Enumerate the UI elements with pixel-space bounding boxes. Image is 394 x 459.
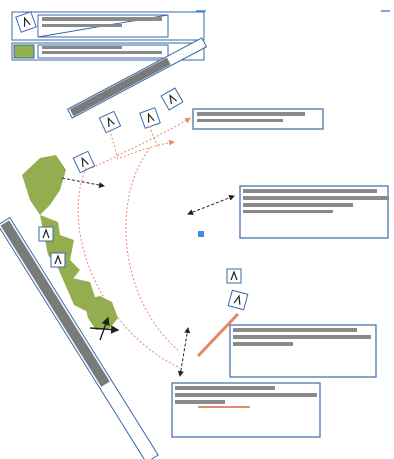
building-strip-top [66,37,208,119]
callout-box-3 [229,324,377,378]
view-marker-icon [15,11,37,33]
view-marker-icon [38,226,54,242]
view-marker-icon [227,289,249,311]
building-strip-left [0,216,159,459]
legend-green [11,42,205,61]
callout-box-4 [171,382,321,438]
view-marker-icon [139,107,161,129]
route-lines [77,117,191,369]
callout-box-2 [239,185,389,239]
location-square-icon [198,231,204,237]
double-arrow-icon [61,177,235,377]
callout-box-1 [192,108,324,130]
view-marker-icon [160,87,184,111]
view-marker-icon [98,110,122,134]
solid-route [196,312,240,358]
double-arrow-icon [89,316,120,341]
view-marker-icon [50,252,66,268]
view-marker-icon [226,268,242,284]
view-marker-icon [72,150,96,174]
green-area [22,155,118,330]
legend-top [11,11,205,41]
